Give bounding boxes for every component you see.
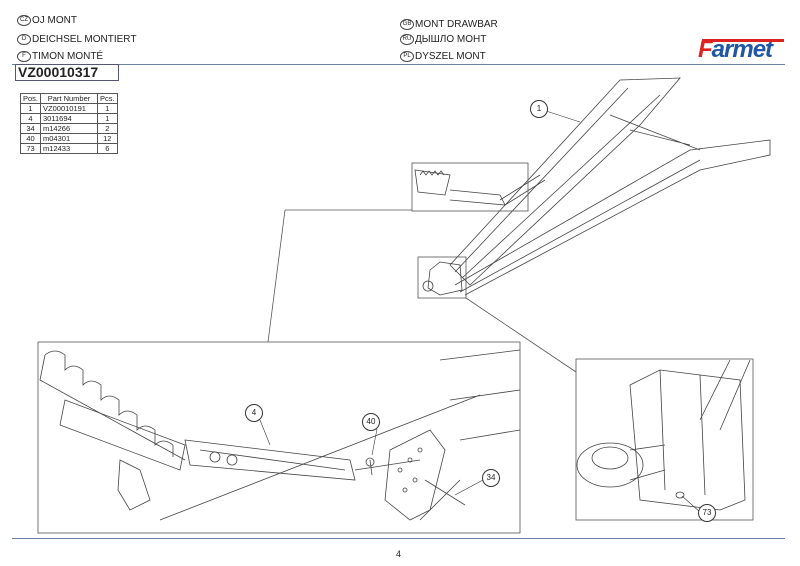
assembly-number: VZ00010317 — [15, 64, 119, 81]
pl-flag-icon: PL — [400, 51, 414, 62]
callout-73: 73 — [698, 504, 716, 522]
drawbar-main — [422, 77, 771, 296]
detail-box-hitch — [575, 358, 754, 521]
page-number: 4 — [396, 549, 402, 559]
footer-divider — [12, 538, 785, 539]
callout-1: 1 — [530, 100, 548, 118]
farmet-logo: Farmet — [698, 36, 784, 64]
callout-34: 34 — [482, 469, 500, 487]
detail-box-small-top — [411, 162, 529, 212]
detail-box-small-hitch — [417, 256, 467, 299]
gb-flag-icon: GB — [400, 19, 414, 30]
cell-pcs: 6 — [97, 143, 118, 154]
callout-40: 40 — [362, 413, 380, 431]
cz-flag-icon: CZ — [17, 15, 31, 26]
cell-pos: 73 — [19, 143, 42, 154]
detail-box-large — [37, 341, 521, 534]
header-divider — [12, 64, 785, 65]
ru-flag-icon: RU — [400, 34, 414, 45]
callout-4: 4 — [245, 404, 263, 422]
cell-part-number: m12433 — [40, 143, 99, 154]
f-flag-icon: F — [17, 51, 31, 62]
d-flag-icon: D — [17, 34, 31, 45]
